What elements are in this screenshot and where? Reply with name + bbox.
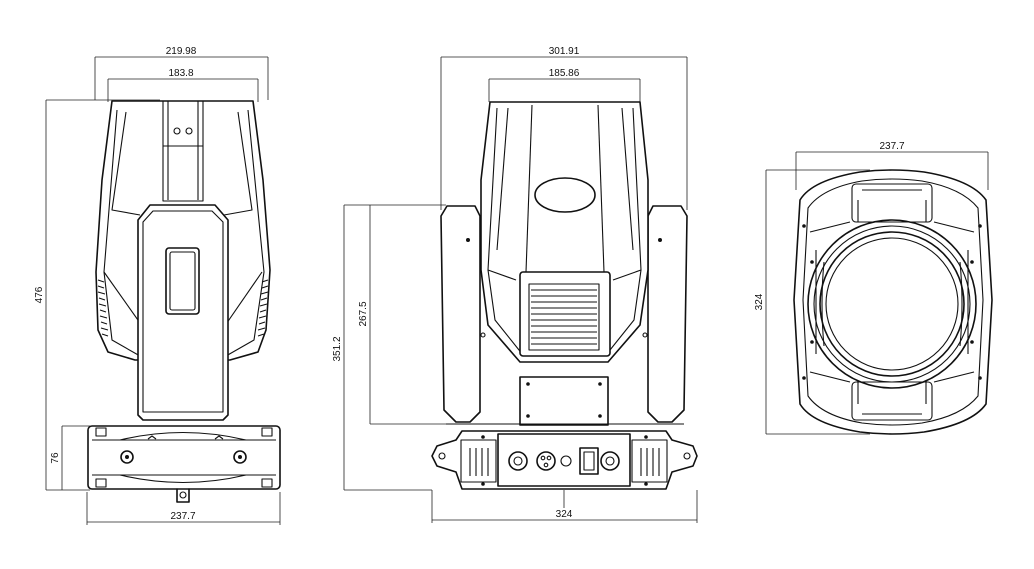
front-overall-height-label: 351.2 <box>332 336 343 361</box>
front-head <box>480 101 649 363</box>
dim-side-base-width: 237.7 <box>86 492 281 525</box>
front-base-width-label: 324 <box>556 509 573 520</box>
dim-front-overall-height: 351.2 <box>332 204 432 491</box>
dmx-in-connector <box>508 451 528 471</box>
dim-front-top-inner: 185.86 <box>488 68 641 102</box>
front-neck <box>446 376 684 426</box>
dim-side-base-height: 76 <box>50 425 90 490</box>
front-yoke <box>440 205 688 423</box>
front-head-height-label: 267.5 <box>358 301 369 326</box>
side-vents-right <box>257 279 269 337</box>
side-top-outer-label: 219.98 <box>166 46 197 57</box>
side-view: 219.98 183.8 476 76 237.7 <box>34 46 281 525</box>
dim-top-width: 237.7 <box>795 141 989 190</box>
side-height-label: 476 <box>34 286 45 303</box>
front-top-inner-label: 185.86 <box>549 68 580 79</box>
side-base-width-label: 237.7 <box>170 511 195 522</box>
front-base <box>431 430 698 490</box>
dim-side-top-inner: 183.8 <box>107 68 259 102</box>
front-view: 301.91 185.86 267.5 351.2 <box>332 46 698 523</box>
front-connector-panel <box>497 433 631 487</box>
side-head <box>95 100 271 361</box>
dim-front-head-height: 267.5 <box>358 204 446 425</box>
dim-front-top-outer: 301.91 <box>440 46 688 210</box>
top-width-label: 237.7 <box>879 141 904 152</box>
dim-side-height: 476 <box>34 99 160 491</box>
top-height-label: 324 <box>754 293 765 310</box>
power-connector <box>600 451 620 471</box>
top-lens <box>807 219 977 389</box>
side-vents-left <box>97 279 109 337</box>
top-view: 237.7 324 <box>754 141 993 435</box>
dim-top-height: 324 <box>754 169 870 435</box>
dim-side-top-outer: 219.98 <box>94 46 269 100</box>
fuse-holder <box>560 455 572 467</box>
front-top-outer-label: 301.91 <box>549 46 580 57</box>
front-logo-oval <box>534 177 596 213</box>
side-top-inner-label: 183.8 <box>168 68 193 79</box>
side-base <box>87 425 281 503</box>
dmx-out-connector <box>536 451 556 471</box>
side-yoke-arm <box>137 204 229 421</box>
side-base-height-label: 76 <box>50 452 61 464</box>
dim-front-base-width: 324 <box>431 490 698 523</box>
power-switch <box>579 447 599 475</box>
